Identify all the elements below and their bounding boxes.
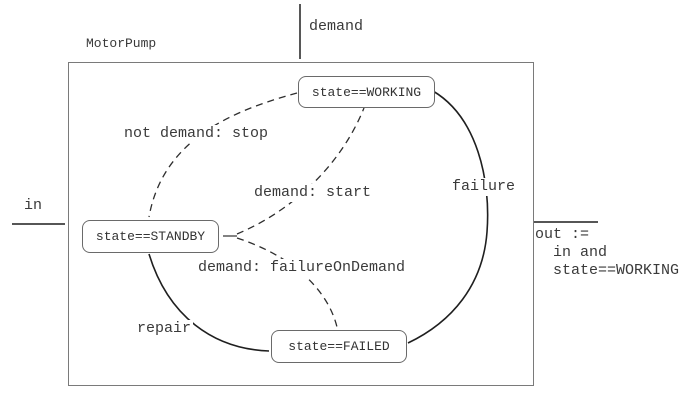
transition-repair-edge — [148, 253, 270, 352]
out-port-expression: out := in and state==WORKING — [535, 226, 680, 279]
transition-stop-label: not demand: stop — [122, 125, 271, 143]
component-title: MotorPump — [86, 36, 157, 51]
transition-start-label: demand: start — [252, 184, 374, 202]
state-standby-label: state==STANDBY — [95, 229, 206, 244]
state-node-working: state==WORKING — [298, 76, 435, 108]
state-working-label: state==WORKING — [311, 84, 422, 100]
transition-repair-label: repair — [135, 320, 194, 338]
transition-failure-edge — [407, 90, 489, 344]
transition-failure-on-demand-edge — [236, 237, 338, 328]
in-port-label: in — [24, 197, 43, 214]
state-node-failed: state==FAILED — [271, 330, 407, 363]
transition-failure-on-demand-label: demand: failureOnDemand — [196, 259, 408, 277]
demand-port-label: demand — [309, 18, 364, 35]
component-boundary-box — [68, 62, 534, 386]
transition-failure-label: failure — [450, 178, 518, 196]
state-node-standby: state==STANDBY — [82, 220, 219, 253]
state-failed-label: state==FAILED — [288, 339, 390, 354]
